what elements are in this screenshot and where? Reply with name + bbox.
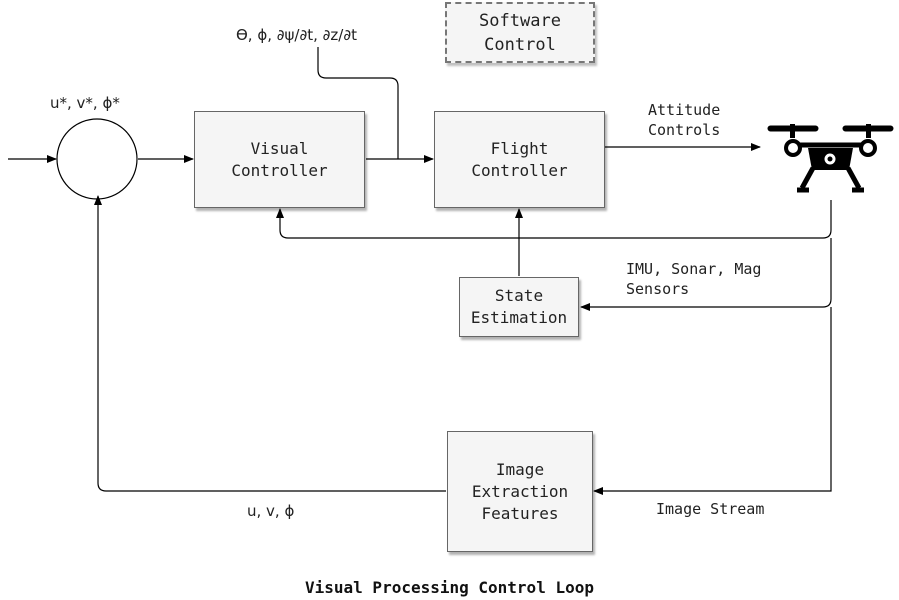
feedback-visual-line xyxy=(276,200,832,239)
state-estimation-label-2: Estimation xyxy=(470,308,568,327)
features-out-label: u, v, ϕ xyxy=(247,502,295,520)
attitude-controls-line-1: Attitude xyxy=(648,101,721,119)
feedforward-line xyxy=(317,47,399,159)
software-control-label-2: Control xyxy=(484,34,556,55)
attitude-controls-label: Attitude Controls xyxy=(648,100,720,140)
image-stream-line xyxy=(593,307,832,495)
state-estimation-label-1: State xyxy=(494,286,544,305)
sensors-label: IMU, Sonar, Mag Sensors xyxy=(626,259,761,299)
sensors-line-2: Sensors xyxy=(626,280,690,298)
visual-controller-label-2: Controller xyxy=(231,160,328,180)
feedforward-label: ϴ, ϕ, ∂ψ/∂t, ∂z/∂t xyxy=(236,26,357,44)
flight-controller-node: Flight Controller xyxy=(434,111,605,208)
image-extraction-label-1: Image xyxy=(495,459,545,479)
diagram-title: Visual Processing Control Loop xyxy=(305,578,594,597)
summing-junction xyxy=(56,118,138,200)
flight-controller-label-2: Controller xyxy=(471,160,568,180)
sensors-line-1: IMU, Sonar, Mag xyxy=(626,260,762,278)
sensors-line xyxy=(580,238,832,311)
visual-controller-node: Visual Controller xyxy=(194,111,365,208)
software-control-legend: Software Control xyxy=(445,2,595,63)
features-feedback-line xyxy=(94,195,446,492)
state-estimation-node: State Estimation xyxy=(459,277,579,337)
drone-icon xyxy=(767,124,894,193)
image-extraction-label-3: Features xyxy=(481,503,559,523)
setpoint-label: u*, v*, ϕ* xyxy=(50,94,120,112)
attitude-controls-line-2: Controls xyxy=(648,121,721,139)
image-extraction-label-2: Extraction xyxy=(471,481,569,501)
visual-controller-label-1: Visual xyxy=(250,138,309,158)
software-control-label-1: Software xyxy=(479,10,561,31)
image-extraction-node: Image Extraction Features xyxy=(447,431,593,552)
image-stream-label: Image Stream xyxy=(656,500,765,518)
flight-controller-label-1: Flight xyxy=(490,138,549,158)
